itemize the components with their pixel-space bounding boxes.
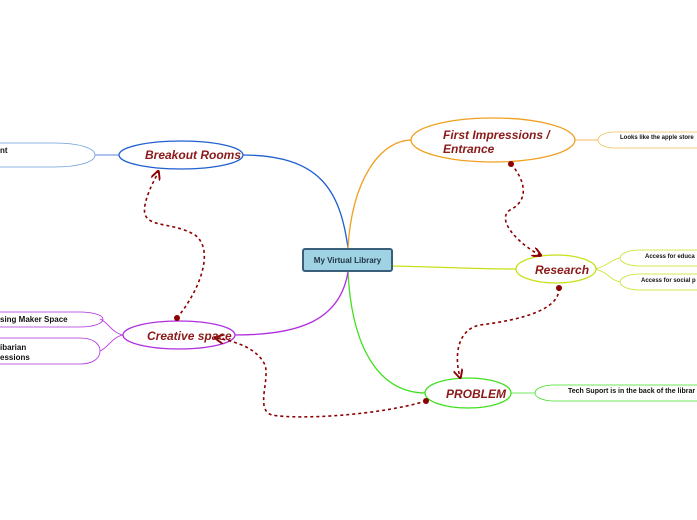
sub-line-creative-space-1	[99, 318, 124, 336]
topic-label-creative-space: Creative space	[147, 329, 232, 343]
topic-label-problem: PROBLEM	[446, 387, 506, 401]
sub-line-research-2	[594, 268, 621, 283]
relationship-start-dot-first-impressions	[508, 161, 514, 167]
branch-line-research	[392, 265, 517, 270]
branch-line-creative-space	[234, 271, 349, 336]
topic-shape-problem[interactable]	[424, 377, 512, 409]
relationship-problem-to-creative	[216, 338, 427, 418]
topic-shape-breakout-rooms[interactable]	[118, 140, 244, 170]
subtopic-shape-first-impressions	[597, 131, 697, 149]
subtopic-shape-problem	[534, 384, 697, 402]
relationship-first-impressions-to-research	[504, 163, 540, 255]
subtopic-label-creative-space-2-line2: essions	[0, 353, 30, 362]
subtopic-shape-creative-space-1	[0, 311, 104, 328]
subtopic-shape-breakout-rooms	[0, 142, 96, 168]
subtopic-label-creative-space-1: sing Maker Space	[0, 315, 68, 324]
subtopic-label-problem: Tech Suport is in the back of the librar	[568, 388, 696, 395]
topic-label-first-impressions-line1: First Impressions /	[443, 128, 550, 142]
subtopic-shape-creative-space-2	[0, 337, 101, 365]
subtopic-label-creative-space-2-line1: ibarian	[0, 343, 27, 352]
relationship-start-dot-research	[556, 285, 562, 291]
central-topic-label: My Virtual Library	[313, 255, 382, 265]
topic-label-research: Research	[535, 263, 590, 277]
subtopic-shape-research-2	[619, 273, 697, 291]
sub-line-research-1	[594, 257, 621, 270]
topic-shape-research[interactable]	[515, 254, 597, 284]
branch-line-problem	[347, 271, 427, 394]
topic-label-breakout-rooms: Breakout Rooms	[145, 148, 242, 162]
subtopic-label-breakout-rooms: nt	[0, 146, 8, 155]
topic-shape-creative-space[interactable]	[122, 320, 236, 350]
sub-line-creative-space-2	[99, 334, 124, 352]
subtopic-label-first-impressions: Looks like the apple store	[620, 135, 694, 141]
branch-line-breakout-rooms	[241, 154, 349, 249]
subtopic-shape-research-1	[619, 249, 697, 267]
subtopic-label-creative-space-2: ibarian essions	[0, 343, 30, 363]
relationship-start-dot-creative	[174, 315, 180, 321]
relationship-research-to-problem	[457, 287, 560, 377]
relationship-start-dot-problem	[423, 398, 429, 404]
central-topic[interactable]: My Virtual Library	[302, 248, 393, 272]
topic-shape-first-impressions[interactable]	[410, 117, 576, 163]
topic-label-first-impressions: First Impressions / Entrance	[443, 128, 550, 156]
relationship-creative-to-breakout	[143, 172, 206, 319]
topic-label-first-impressions-line2: Entrance	[443, 142, 495, 156]
subtopic-label-research-1: Access for educa	[645, 254, 695, 260]
subtopic-label-research-2: Access for social p	[641, 278, 696, 284]
branch-line-first-impressions	[347, 139, 413, 249]
